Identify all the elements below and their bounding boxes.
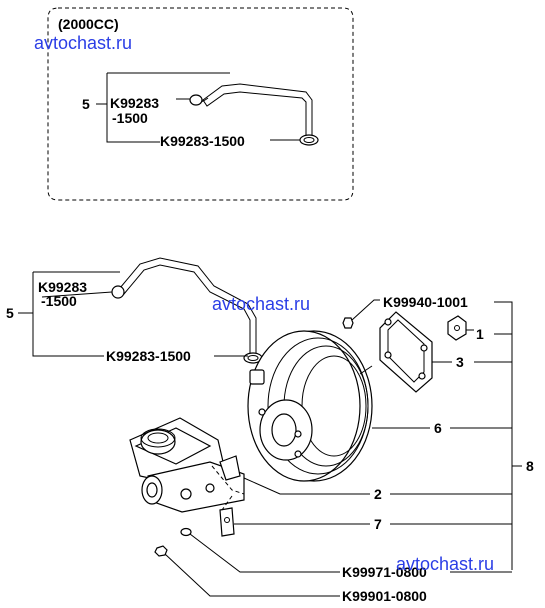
inset-hose-code-2: -1500 (112, 110, 148, 126)
callout-6: 6 (434, 420, 442, 436)
main-assembly: 5 K99283 -1500 K99283-1500 K99940-1001 1… (6, 257, 534, 604)
hose-code-1: K99283 (38, 279, 87, 295)
inset-clamp-code: K99283-1500 (160, 133, 245, 149)
bracket (219, 495, 235, 537)
hose-code-2: -1500 (41, 293, 77, 309)
gasket (379, 311, 433, 393)
callout-1: 1 (476, 326, 484, 342)
inset-hose-code-1: K99283 (110, 95, 159, 111)
nut-code: K99901-0800 (342, 588, 427, 604)
callout-7: 7 (374, 516, 382, 532)
callout-3: 3 (456, 354, 464, 370)
callout-2: 2 (374, 486, 382, 502)
clip-part (447, 315, 467, 341)
watermark-bottom: avtochast.ru (396, 554, 494, 574)
nut-small (342, 317, 354, 329)
watermark-top: avtochast.ru (34, 33, 132, 53)
master-cylinder (129, 417, 245, 513)
inset-vacuum-hose (189, 83, 319, 146)
brake-booster (247, 330, 373, 482)
leader-lines (18, 271, 522, 597)
inset-dashed-frame (47, 7, 354, 201)
clamp-code: K99283-1500 (106, 348, 191, 364)
inset-variant-label: (2000CC) (58, 16, 119, 32)
inset-leader-lines (96, 72, 300, 143)
callout-8: 8 (526, 458, 534, 474)
washer (180, 527, 192, 537)
vacuum-hose (111, 257, 263, 364)
inset-2000cc: (2000CC) 5 K99283 -1500 K99283-1500 (47, 7, 354, 201)
gasket-code: K99940-1001 (383, 294, 468, 310)
watermark-middle: avtochast.ru (212, 294, 310, 314)
washer-code: K99971-0800 (342, 564, 427, 580)
nut (154, 545, 168, 557)
callout-5: 5 (6, 305, 14, 321)
inset-callout-5: 5 (82, 96, 90, 112)
